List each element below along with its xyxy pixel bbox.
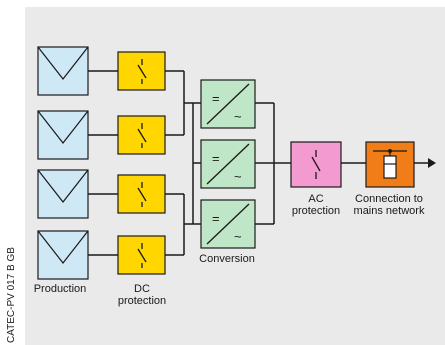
ac-symbol: ~ [234,229,242,244]
pv-module [37,110,89,160]
label-ac-protection-line1: AC [308,193,323,205]
inverter: = ~ [200,199,256,249]
inverter-divider [206,203,250,245]
label-dc-protection-line1: DC [134,283,150,295]
junction-dot [388,149,392,153]
pv-module [37,46,89,96]
switch-icon [137,59,147,84]
dc-symbol: = [212,151,220,166]
pv-cell-icon [37,110,89,144]
switch-icon [311,150,321,179]
label-ac-protection-line2: protection [292,205,340,217]
ac-symbol: ~ [234,169,242,184]
side-reference-code: CATEC-PV 017 B GB [6,247,17,343]
pv-cell-icon [37,46,89,80]
dc-switch [117,235,166,275]
dc-switch [117,51,166,91]
pv-module [37,230,89,280]
pv-cell-icon [37,230,89,264]
ac-switch [290,141,342,188]
inverter: = ~ [200,139,256,189]
inverter-divider [206,143,250,185]
output-arrow-icon [428,158,436,168]
pv-module [37,169,89,219]
dc-switch [117,174,166,214]
label-connection-line1: Connection to [355,193,423,205]
label-production: Production [34,283,87,295]
grid-connection [365,141,415,188]
switch-icon [137,123,147,148]
label-connection-line2: mains network [354,205,425,217]
switch-icon [137,243,147,268]
inverter: = ~ [200,79,256,129]
inverter-divider [206,83,250,125]
dc-symbol: = [212,211,220,226]
ac-symbol: ~ [234,109,242,124]
dc-symbol: = [212,91,220,106]
dc-switch [117,115,166,155]
label-conversion: Conversion [199,253,255,265]
switch-icon [137,182,147,207]
wiring [88,70,428,256]
pv-cell-icon [37,169,89,203]
label-dc-protection-line2: protection [118,295,166,307]
